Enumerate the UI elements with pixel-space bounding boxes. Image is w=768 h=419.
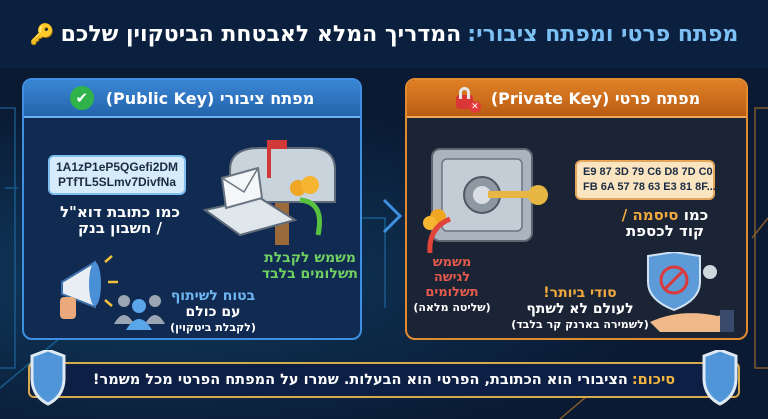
- secret-line-1: סודי ביותר!: [543, 285, 617, 301]
- analogy-line-2: קוד לכספת: [625, 222, 705, 240]
- megaphone-icon: [60, 255, 118, 319]
- private-usage: משמש לגישה תשלומים (שליטה מלאה): [410, 255, 494, 315]
- hex-line-1: E9 87 3D 79 C6 D8 7D C0: [583, 166, 713, 178]
- usage-line-1: משמש: [432, 255, 472, 270]
- analogy-line-1: כמו כתובת דוא"ל: [59, 203, 180, 221]
- key-icon: 🔑: [29, 22, 55, 46]
- public-usage: משמש לקבלת תשלומים בלבד: [262, 250, 358, 282]
- private-analogy: כמו סיסמה / קוד לכספת: [605, 207, 725, 239]
- safe-icon: [423, 148, 548, 253]
- share-line-2: עם כולם: [185, 304, 241, 320]
- connector-arrow-icon: [382, 198, 403, 234]
- secret-line-2: לעולם לא לשתף: [526, 301, 634, 317]
- summary-label: סיכום:: [631, 372, 676, 388]
- summary-text: הציבורי הוא הכתובת, הפרטי הוא הבעלות. שמ…: [92, 372, 628, 388]
- usage-line-2: תשלומים בלבד: [261, 266, 358, 282]
- title-rest: המדריך המלא לאבטחת הביטקוין שלכם: [60, 21, 462, 47]
- secret-line-3: (לשמירה בארנק קר בלבד): [511, 318, 649, 331]
- analogy-highlight: סיסמה /: [621, 206, 679, 224]
- analogy-line-2: / חשבון בנק: [77, 219, 163, 237]
- summary-banner: סיכום: הציבורי הוא הכתובת, הפרטי הוא הבע…: [28, 362, 740, 398]
- private-key-hex-box: E9 87 3D 79 C6 D8 7D C0 FB 6A 57 78 63 E…: [575, 160, 716, 200]
- usage-line-1: משמש לקבלת: [264, 250, 356, 266]
- people-group-icon: [114, 295, 165, 330]
- address-line-1: 1A1zP1eP5QGefi2DM: [56, 160, 179, 174]
- usage-line-4: (שליטה מלאה): [413, 301, 491, 314]
- analogy-pre: כמו: [683, 206, 709, 224]
- public-analogy: כמו כתובת דוא"ל / חשבון בנק: [55, 204, 185, 236]
- private-key-title: מפתח פרטי (Private Key): [490, 88, 701, 108]
- public-address-box: 1A1zP1eP5QGefi2DM PTfTL5SLmv7DivfNa: [48, 155, 186, 195]
- private-key-header: מפתח פרטי (Private Key) ✕: [407, 80, 746, 118]
- share-line-1: בטוח לשיתוף: [170, 288, 256, 304]
- shield-hand-icon: [647, 252, 734, 332]
- title-highlight: מפתח פרטי ומפתח ציבורי:: [467, 21, 739, 47]
- public-key-header: מפתח ציבורי (Public Key) ✔: [24, 80, 360, 118]
- public-key-title: מפתח ציבורי (Public Key): [105, 88, 315, 108]
- hex-line-2: FB 6A 57 78 63 E3 81 8F...: [583, 181, 716, 193]
- lock-x-icon: ✕: [453, 85, 481, 113]
- private-secret-note: סודי ביותר! לעולם לא לשתף (לשמירה בארנק …: [500, 285, 660, 333]
- usage-line-3: תשלומים: [425, 285, 479, 300]
- share-line-3: (לקבלת ביטקוין): [170, 321, 256, 334]
- shield-icon-right: [702, 350, 738, 406]
- mailbox-icon: [202, 140, 336, 245]
- usage-line-2: לגישה: [433, 270, 471, 285]
- check-circle-icon: ✔: [69, 86, 94, 110]
- shield-icon-left: [30, 350, 66, 406]
- title-bar: מפתח פרטי ומפתח ציבורי: המדריך המלא לאבט…: [0, 0, 768, 68]
- address-line-2: PTfTL5SLmv7DivfNa: [57, 175, 177, 189]
- public-share-note: בטוח לשיתוף עם כולם (לקבלת ביטקוין): [165, 288, 261, 336]
